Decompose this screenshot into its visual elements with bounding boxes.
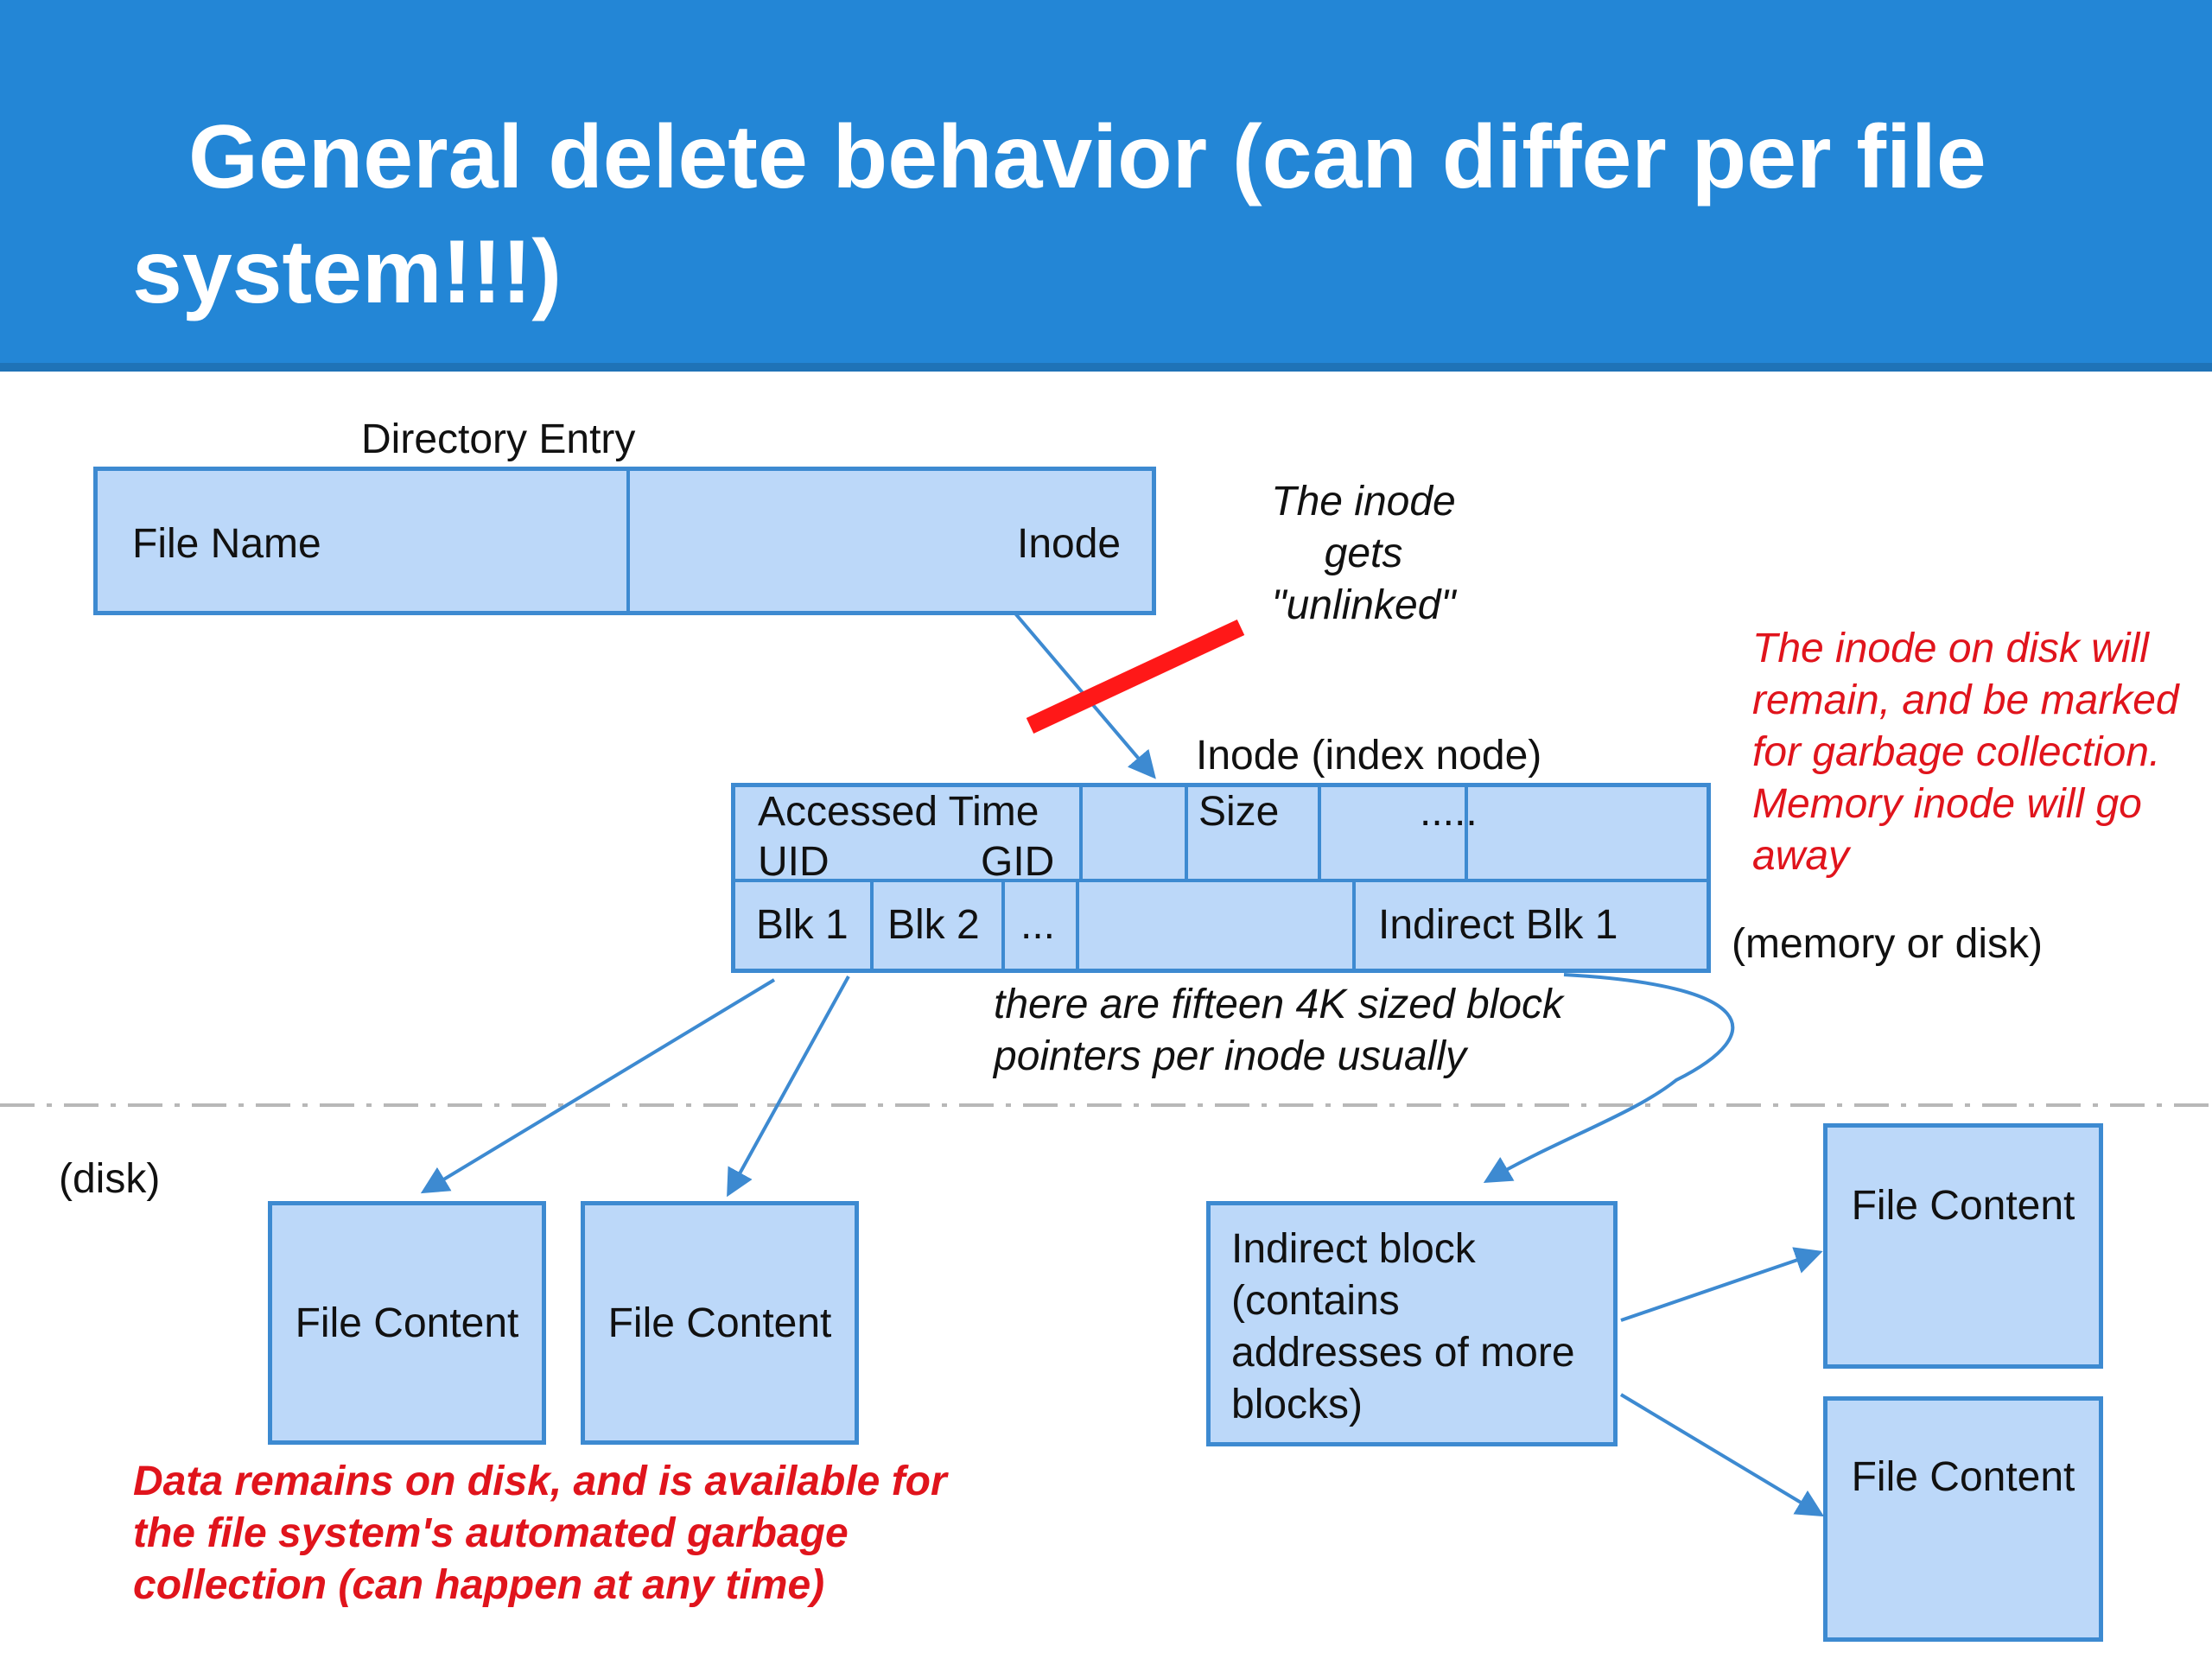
indirect-blk-text: Indirect Blk 1 bbox=[1378, 902, 1618, 948]
blk2-text: Blk 2 bbox=[887, 902, 980, 948]
indirect-block-line-3: addresses of more bbox=[1231, 1330, 1575, 1376]
disk-label: (disk) bbox=[59, 1156, 161, 1202]
ellipsis-top-text: ..... bbox=[1420, 789, 1478, 835]
inode-note-line-5: away bbox=[1752, 833, 1850, 879]
pointer-note-line-2: pointers per inode usually bbox=[994, 1033, 1467, 1079]
ellipsis-blk-cell bbox=[735, 882, 1079, 969]
directory-entry-label: Directory Entry bbox=[361, 416, 636, 462]
indirect-blk-arrow bbox=[1483, 973, 1735, 1184]
file-content-box-1: File Content bbox=[268, 1201, 546, 1445]
indirect-to-content-1-arrow bbox=[1620, 1247, 1823, 1322]
blk1-arrow bbox=[420, 978, 776, 1194]
size-text: Size bbox=[1198, 789, 1280, 835]
blk2-cell bbox=[735, 882, 1005, 969]
file-content-text: File Content bbox=[1851, 1183, 2075, 1229]
data-note-line-1: Data remains on disk, and is available f… bbox=[133, 1459, 947, 1504]
directory-entry-box: File Name Inode bbox=[93, 467, 1156, 615]
file-content-text: File Content bbox=[295, 1300, 519, 1346]
inode-label: Inode (index node) bbox=[1196, 733, 1542, 779]
gid-text: GID bbox=[981, 839, 1055, 885]
file-content-box-3: File Content bbox=[1823, 1123, 2103, 1369]
slide-title-line-2: system!!!) bbox=[132, 222, 562, 322]
file-content-box-2: File Content bbox=[581, 1201, 859, 1445]
inode-note-line-4: Memory inode will go bbox=[1752, 781, 2142, 827]
empty-blk-cell bbox=[735, 882, 1356, 969]
inode-note-line-1: The inode on disk will bbox=[1752, 626, 2149, 671]
unlink-note-line-1: The inode bbox=[1271, 479, 1456, 524]
indirect-block-line-2: (contains bbox=[1231, 1278, 1400, 1324]
file-content-text: File Content bbox=[1851, 1454, 2075, 1500]
indirect-block-box: Indirect block (contains addresses of mo… bbox=[1206, 1201, 1618, 1446]
indirect-to-content-2-arrow bbox=[1619, 1393, 1825, 1517]
file-name-text: File Name bbox=[132, 521, 321, 567]
ellipsis-blk-text: ... bbox=[1020, 902, 1056, 948]
accessed-time-text: Accessed Time bbox=[758, 789, 1039, 835]
pointer-note-line-1: there are fifteen 4K sized block bbox=[994, 982, 1564, 1027]
slide-title-line-1: General delete behavior (can differ per … bbox=[188, 107, 1986, 207]
data-note-line-3: collection (can happen at any time) bbox=[133, 1562, 825, 1608]
inode-note-line-2: remain, and be marked bbox=[1752, 677, 2179, 723]
inode-field-text: Inode bbox=[1017, 521, 1122, 567]
inode-pointer-arrow bbox=[994, 588, 1156, 779]
blank-cell bbox=[735, 787, 1188, 879]
data-note-line-2: the file system's automated garbage bbox=[133, 1510, 849, 1556]
unlink-cross-mark bbox=[1026, 619, 1245, 734]
inode-box: Accessed Time UID GID Size ..... Blk 1 B… bbox=[731, 783, 1711, 973]
accessed-time-cell bbox=[735, 787, 1083, 879]
file-name-cell bbox=[98, 471, 630, 611]
indirect-block-line-4: blocks) bbox=[1231, 1382, 1363, 1427]
unlink-note-line-2: gets bbox=[1324, 531, 1403, 576]
memory-or-disk-label: (memory or disk) bbox=[1732, 921, 2044, 967]
file-content-text: File Content bbox=[607, 1300, 832, 1346]
blk1-text: Blk 1 bbox=[756, 902, 849, 948]
indirect-block-line-1: Indirect block bbox=[1231, 1226, 1476, 1272]
uid-text: UID bbox=[758, 839, 830, 885]
unlink-note-line-3: "unlinked" bbox=[1271, 582, 1456, 628]
blk1-cell bbox=[735, 882, 874, 969]
inode-note-line-3: for garbage collection. bbox=[1752, 729, 2161, 775]
title-bar: General delete behavior (can differ per … bbox=[0, 0, 2212, 372]
size-cell bbox=[735, 787, 1321, 879]
blk2-arrow bbox=[727, 976, 850, 1198]
inode-row-divider bbox=[735, 879, 1707, 882]
file-content-box-4: File Content bbox=[1823, 1396, 2103, 1642]
ellipsis-cell bbox=[735, 787, 1468, 879]
